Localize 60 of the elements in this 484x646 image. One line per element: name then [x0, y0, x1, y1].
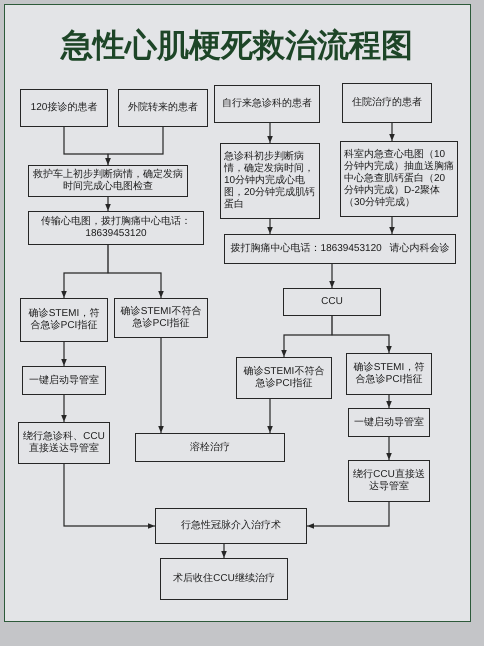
process-box: [342, 83, 432, 123]
title: 急性心肌梗死救治流程图: [61, 27, 413, 63]
box-text: 确诊STEMI不符合急诊PCI指征: [120, 306, 202, 330]
process-box: [114, 298, 208, 338]
arrow: [105, 197, 111, 211]
process-box: [118, 89, 208, 127]
box-text: 120接诊的患者: [30, 102, 98, 114]
box-text: 绕行CCU直接送达导管室: [352, 469, 426, 493]
arrow: [63, 464, 155, 529]
box-text: 救护车上初步判断病情，确定发病时间完成心电图检查: [32, 169, 184, 193]
arrow: [267, 123, 273, 143]
process-box: [346, 353, 432, 395]
arrow: [331, 316, 392, 353]
process-box: [18, 422, 110, 464]
process-box: [283, 288, 381, 316]
box-text: 拨打胸痛中心电话：18639453120 请心内科会诊: [230, 243, 450, 255]
box-text: 急诊科初步判断病情，确定发病时间，10分钟内完成心电图，20分钟完成肌钙蛋白: [224, 151, 316, 211]
arrow: [105, 127, 164, 165]
arrow: [386, 395, 392, 408]
box-text: 确诊STEMI，符合急诊PCI指征: [28, 308, 100, 332]
box-text: 自行来急诊科的患者: [222, 98, 312, 110]
box-text: 外院转来的患者: [128, 102, 198, 114]
arrow: [61, 342, 67, 366]
box-text: 住院治疗的患者: [352, 97, 422, 109]
box-text: 传输心电图，拨打胸痛中心电话：18639453120: [40, 216, 192, 240]
box-text: 术后收住CCU继续治疗: [173, 573, 275, 585]
box-text: 绕行急诊科、CCU直接送达导管室: [22, 431, 106, 455]
arrow: [267, 399, 273, 433]
arrow: [158, 338, 164, 433]
box-text: 科室内急查心电图（10分钟内完成）抽血送胸痛中心急查肌钙蛋白（20分钟内完成）D-2聚体（30分钟完成）: [344, 149, 454, 209]
box-text: 溶栓治疗: [190, 442, 230, 454]
process-box: [348, 408, 430, 437]
arrow: [389, 123, 395, 141]
process-box: [340, 141, 458, 217]
process-box: [22, 366, 106, 395]
process-box: [20, 298, 108, 342]
process-box: [28, 211, 204, 245]
process-box: [224, 234, 456, 264]
arrow: [389, 217, 395, 234]
box-text: 一键启动导管室: [354, 416, 424, 428]
box-text: 一键启动导管室: [29, 374, 99, 386]
process-box: [135, 433, 285, 462]
process-box: [155, 508, 307, 544]
process-box: [214, 85, 320, 123]
arrow: [267, 219, 273, 234]
process-box: [220, 143, 320, 219]
process-box: [20, 89, 108, 127]
box-text: 确诊STEMI，符合急诊PCI指征: [352, 362, 426, 386]
process-box: [236, 357, 332, 399]
arrow: [61, 395, 67, 422]
arrow: [386, 437, 392, 460]
arrow: [107, 245, 164, 298]
arrow: [307, 502, 390, 529]
process-box: [348, 460, 430, 502]
box-text: CCU: [321, 296, 343, 308]
box-text: 行急性冠脉介入治疗术: [181, 520, 281, 532]
box-text: 确诊STEMI不符合急诊PCI指征: [242, 366, 326, 390]
arrow: [221, 544, 227, 558]
arrow: [329, 264, 335, 288]
process-box: [160, 558, 288, 600]
